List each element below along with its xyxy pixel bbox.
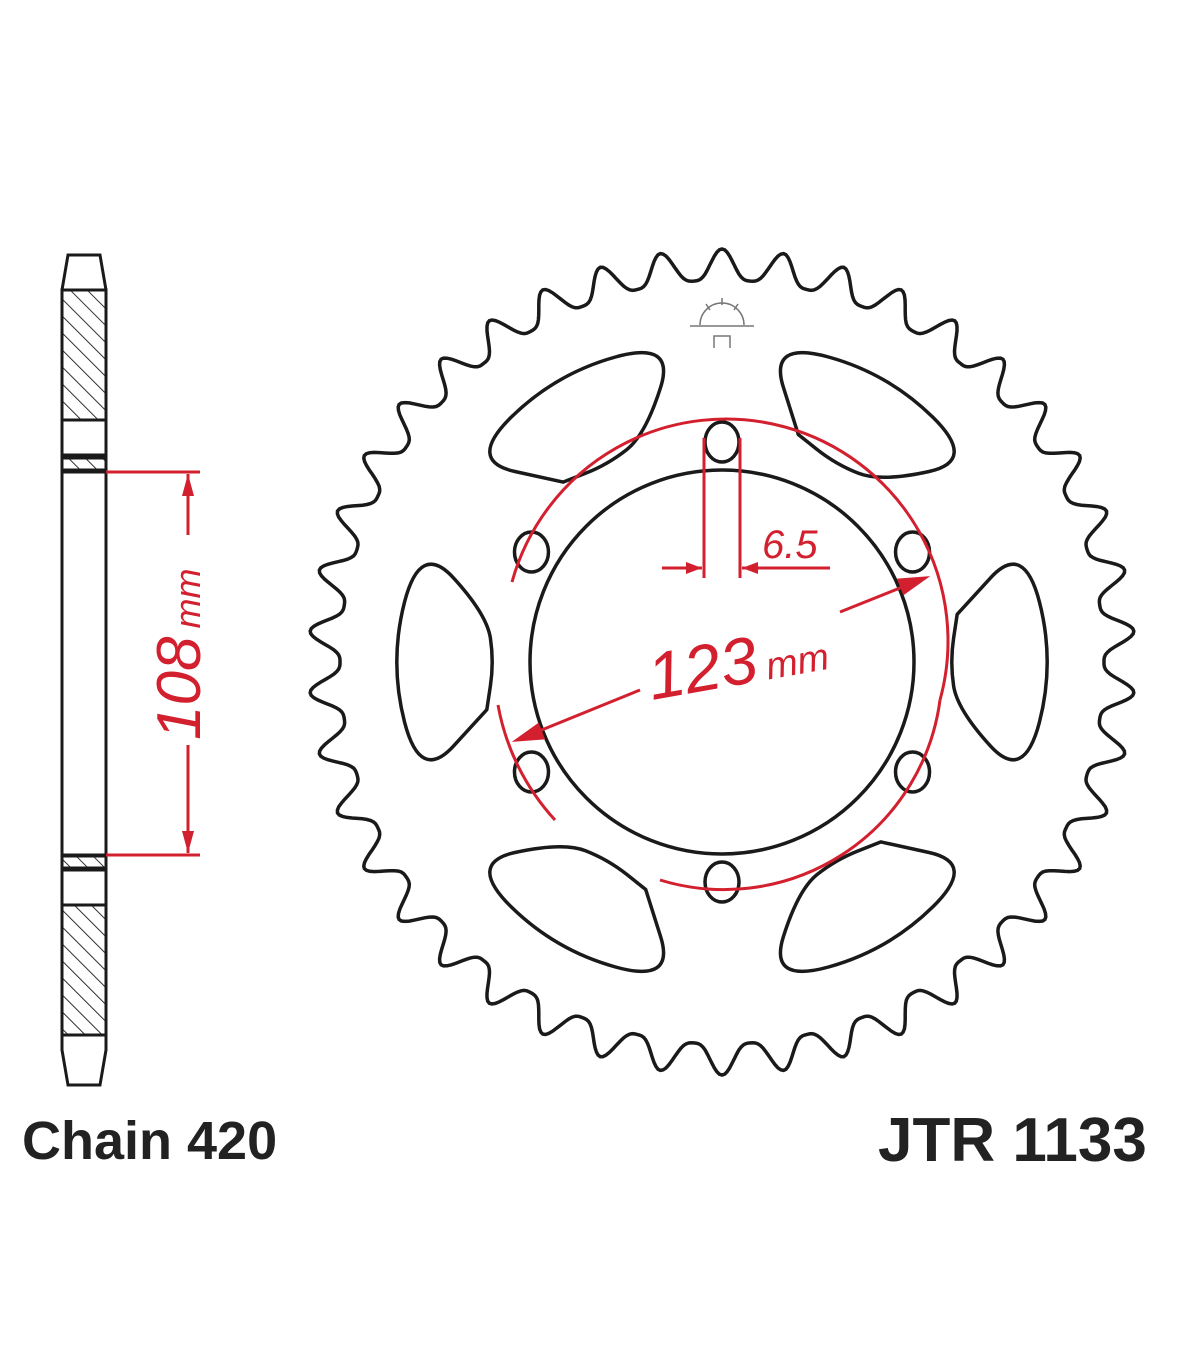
sprocket-teeth-outline xyxy=(308,247,1136,1077)
bolt-hole xyxy=(703,860,741,904)
hatch-bottom-small xyxy=(60,854,108,870)
lightening-window xyxy=(395,562,494,762)
center-bore-circle xyxy=(528,468,916,856)
center-bore-dimension xyxy=(106,470,200,857)
part-number: JTR 1133 xyxy=(878,1106,1147,1175)
lightening-window xyxy=(778,840,956,974)
bolt-hole-dimension xyxy=(662,438,830,578)
bolt-hole xyxy=(893,750,932,794)
bolt-hole-label: 6.5 xyxy=(762,523,818,567)
hatch-top xyxy=(60,288,108,422)
lightening-window xyxy=(950,562,1049,762)
lightening-window xyxy=(778,350,956,480)
bolt-hole xyxy=(512,530,551,574)
bolt-circle-label: 123mm xyxy=(642,609,834,713)
center-bore-label: 108mm xyxy=(145,569,214,740)
lightening-window xyxy=(488,350,666,484)
hatch-bottom xyxy=(60,903,108,1037)
chain-label: Chain 420 xyxy=(22,1111,278,1171)
bolt-circle-dimension xyxy=(496,417,950,892)
bolt-hole xyxy=(893,530,932,574)
bolt-circle-arc xyxy=(510,417,950,701)
lightening-windows xyxy=(395,350,1049,974)
bolt-hole xyxy=(703,420,741,464)
side-view xyxy=(60,253,108,1087)
hatch-top-small xyxy=(60,456,108,472)
jt-logo-icon xyxy=(690,298,754,348)
lightening-window xyxy=(488,844,666,974)
